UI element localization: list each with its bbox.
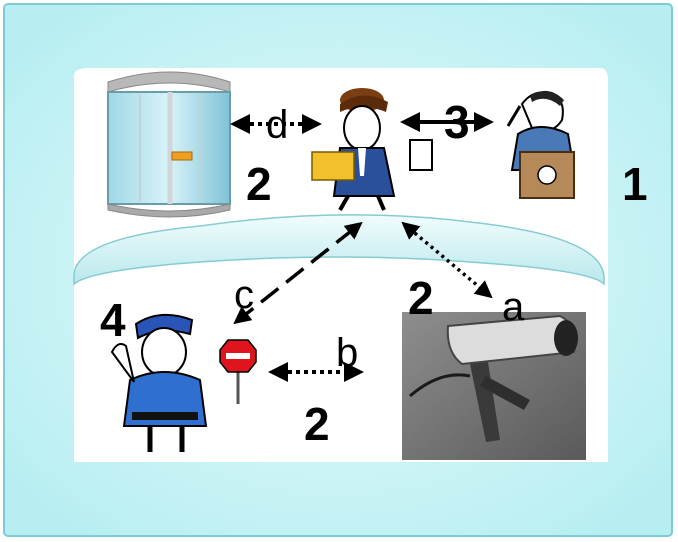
link-c-arrow xyxy=(233,221,363,325)
link-a-label: a xyxy=(502,285,525,329)
link-c-label: c xyxy=(234,273,254,317)
bottom-zone-label: 2 xyxy=(304,398,330,450)
link-d-label: d xyxy=(266,103,288,147)
link-a-arrow xyxy=(401,221,493,299)
security-guard-icon xyxy=(110,313,257,452)
officer-zone-label: 3 xyxy=(444,96,470,148)
revolving-door-icon xyxy=(107,71,231,218)
outer-zone-label: 1 xyxy=(622,158,648,210)
official-at-podium-icon xyxy=(506,90,576,199)
security-camera-icon xyxy=(402,312,586,460)
guard-zone-label: 4 xyxy=(100,294,126,346)
camera-zone-label: 2 xyxy=(408,272,434,324)
courier-person-icon xyxy=(311,88,433,211)
door-zone-label: 2 xyxy=(246,158,272,210)
link-b-label: b xyxy=(336,331,358,375)
